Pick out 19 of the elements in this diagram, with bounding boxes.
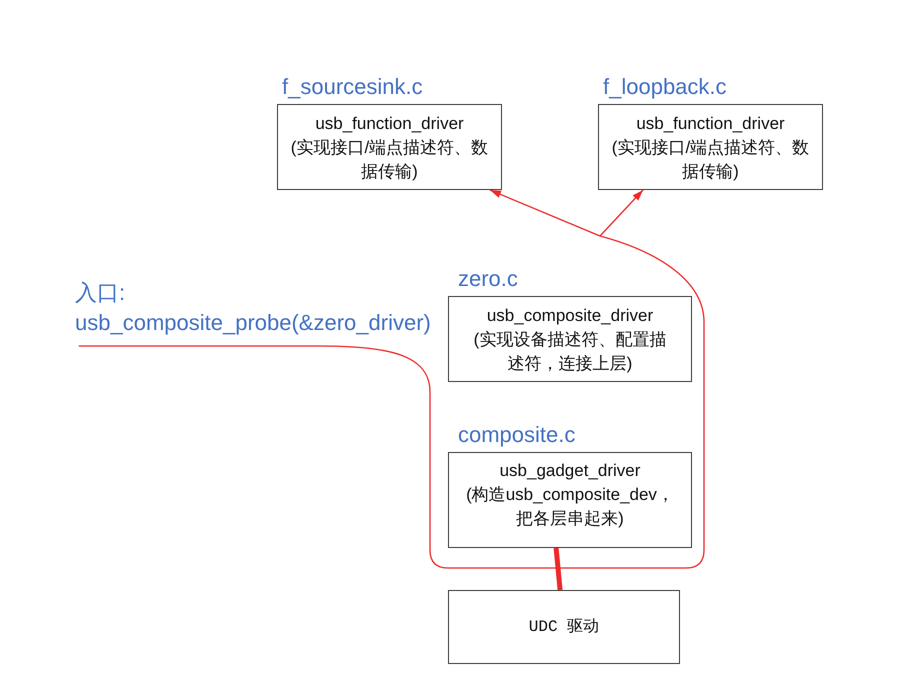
driver-name: usb_gadget_driver (498, 460, 642, 482)
connector-line (554, 548, 563, 590)
function-call: usb_composite_probe(&zero_driver) (75, 309, 432, 337)
file-name: composite.c (458, 421, 576, 449)
connector-line (78, 235, 705, 569)
driver-name: usb_function_driver (314, 113, 465, 135)
file-name: f_loopback.c (603, 73, 727, 101)
driver-name: usb_composite_driver (486, 305, 654, 327)
arrow (600, 190, 644, 236)
driver-box: UDC 驱动 (448, 590, 680, 664)
driver-name: usb_function_driver (635, 113, 786, 135)
description-text: (实现接口/端点描述符、数据传输) (610, 137, 810, 183)
description-text: (实现接口/端点描述符、数据传输) (290, 137, 490, 183)
arrow (490, 189, 600, 237)
description-text: (构造usb_composite_dev，把各层串起来) (465, 484, 675, 530)
description-text: (实现设备描述符、配置描述符，连接上层) (472, 329, 668, 375)
file-name: zero.c (458, 265, 518, 293)
file-name: f_sourcesink.c (282, 73, 423, 101)
entry-label: 入口: (75, 279, 126, 307)
